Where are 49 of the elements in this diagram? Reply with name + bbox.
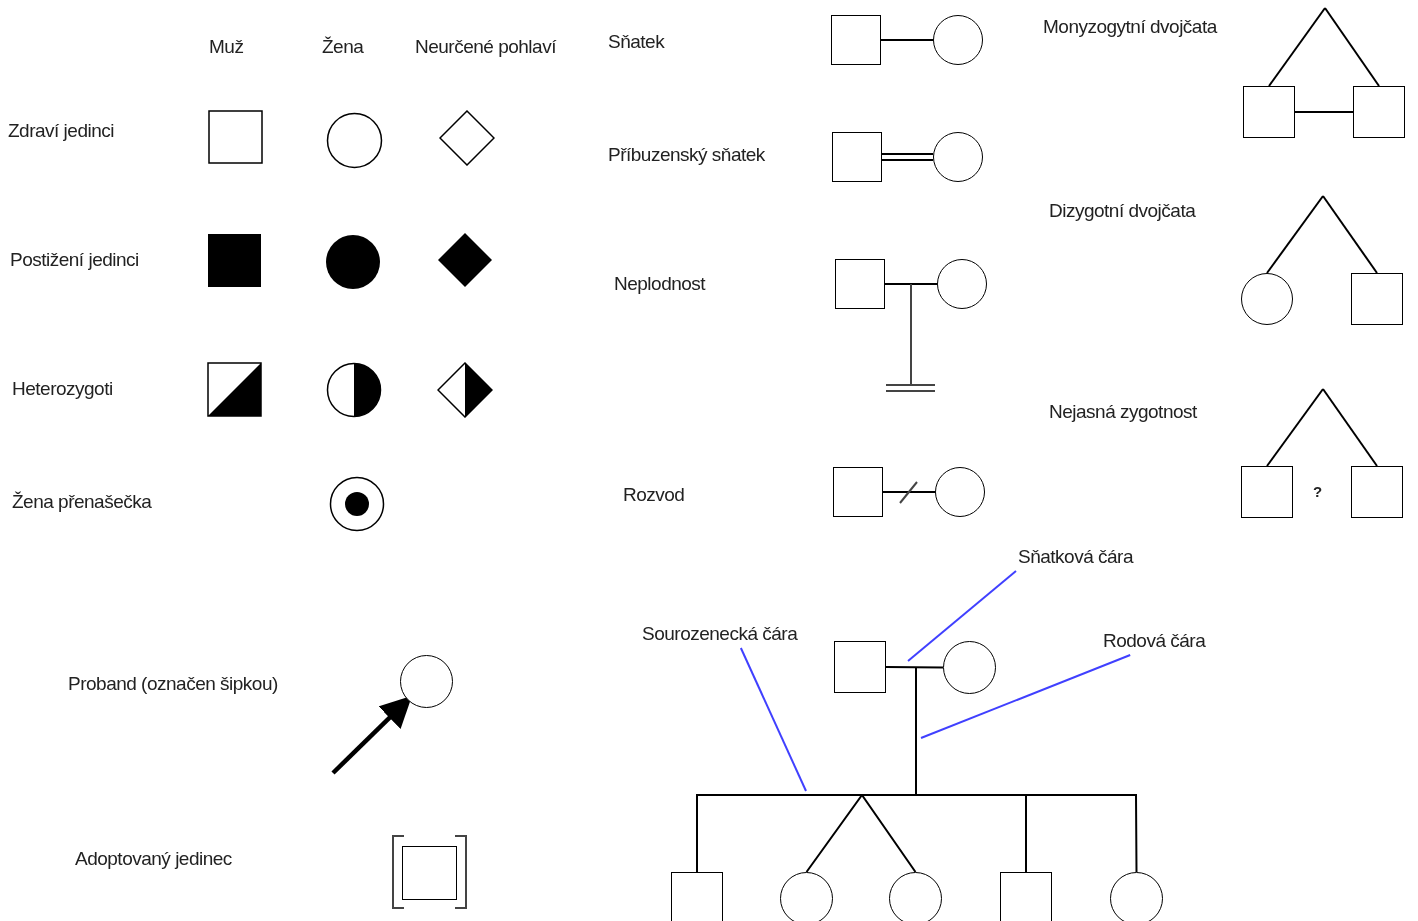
callout-label: Rodová čára (1103, 629, 1206, 653)
square-symbol (1241, 466, 1293, 518)
label: Muž (209, 35, 244, 59)
leader-line (739, 647, 807, 792)
marriage-line (880, 39, 934, 41)
leader-line (907, 570, 1017, 662)
label: Heterozygoti (12, 377, 113, 401)
twin-line (1322, 388, 1378, 467)
square-symbol (1243, 86, 1295, 138)
label: Žena (322, 35, 364, 59)
twin-line (1266, 388, 1324, 467)
square-symbol (834, 641, 886, 693)
label: Adoptovaný jedinec (75, 847, 232, 871)
square-symbol (1351, 273, 1403, 325)
marriage-line (882, 491, 936, 493)
label: Dizygotní dvojčata (1049, 199, 1196, 223)
label: Neplodnost (614, 272, 706, 296)
label: Žena přenašečka (12, 490, 152, 514)
label: Příbuzenský sňatek (608, 143, 765, 167)
label: Monyzogytní dvojčata (1043, 15, 1217, 39)
question-mark: ? (1313, 482, 1323, 502)
consanguineous-marriage-line (881, 153, 934, 161)
label: Zdraví jedinci (8, 119, 114, 143)
leader-line (920, 654, 1132, 739)
square-symbol (1000, 872, 1052, 921)
twin-line (1322, 195, 1378, 274)
square-symbol (832, 132, 882, 182)
square-symbol (831, 15, 881, 65)
label: Proband (označen šipkou) (68, 672, 278, 696)
twin-line (1324, 7, 1380, 87)
square-symbol (1351, 466, 1403, 518)
marriage-line (885, 666, 944, 669)
square-symbol (1353, 86, 1405, 138)
label: Sňatek (608, 30, 665, 54)
twin-line (1266, 195, 1324, 274)
twin-line (1268, 7, 1326, 87)
square-symbol (671, 872, 723, 921)
label: Neurčené pohlaví (415, 35, 556, 59)
label: Postižení jedinci (10, 248, 139, 272)
callout-label: Sňatková čára (1018, 545, 1133, 569)
arrow (331, 695, 413, 775)
twin-bar (1294, 111, 1354, 113)
square-symbol (833, 467, 883, 517)
marriage-line (884, 283, 938, 285)
square-symbol (835, 259, 885, 309)
square-symbol (402, 846, 457, 900)
label: Rozvod (623, 483, 685, 507)
label: Nejasná zygotnost (1049, 400, 1197, 424)
callout-label: Sourozenecká čára (642, 622, 798, 646)
